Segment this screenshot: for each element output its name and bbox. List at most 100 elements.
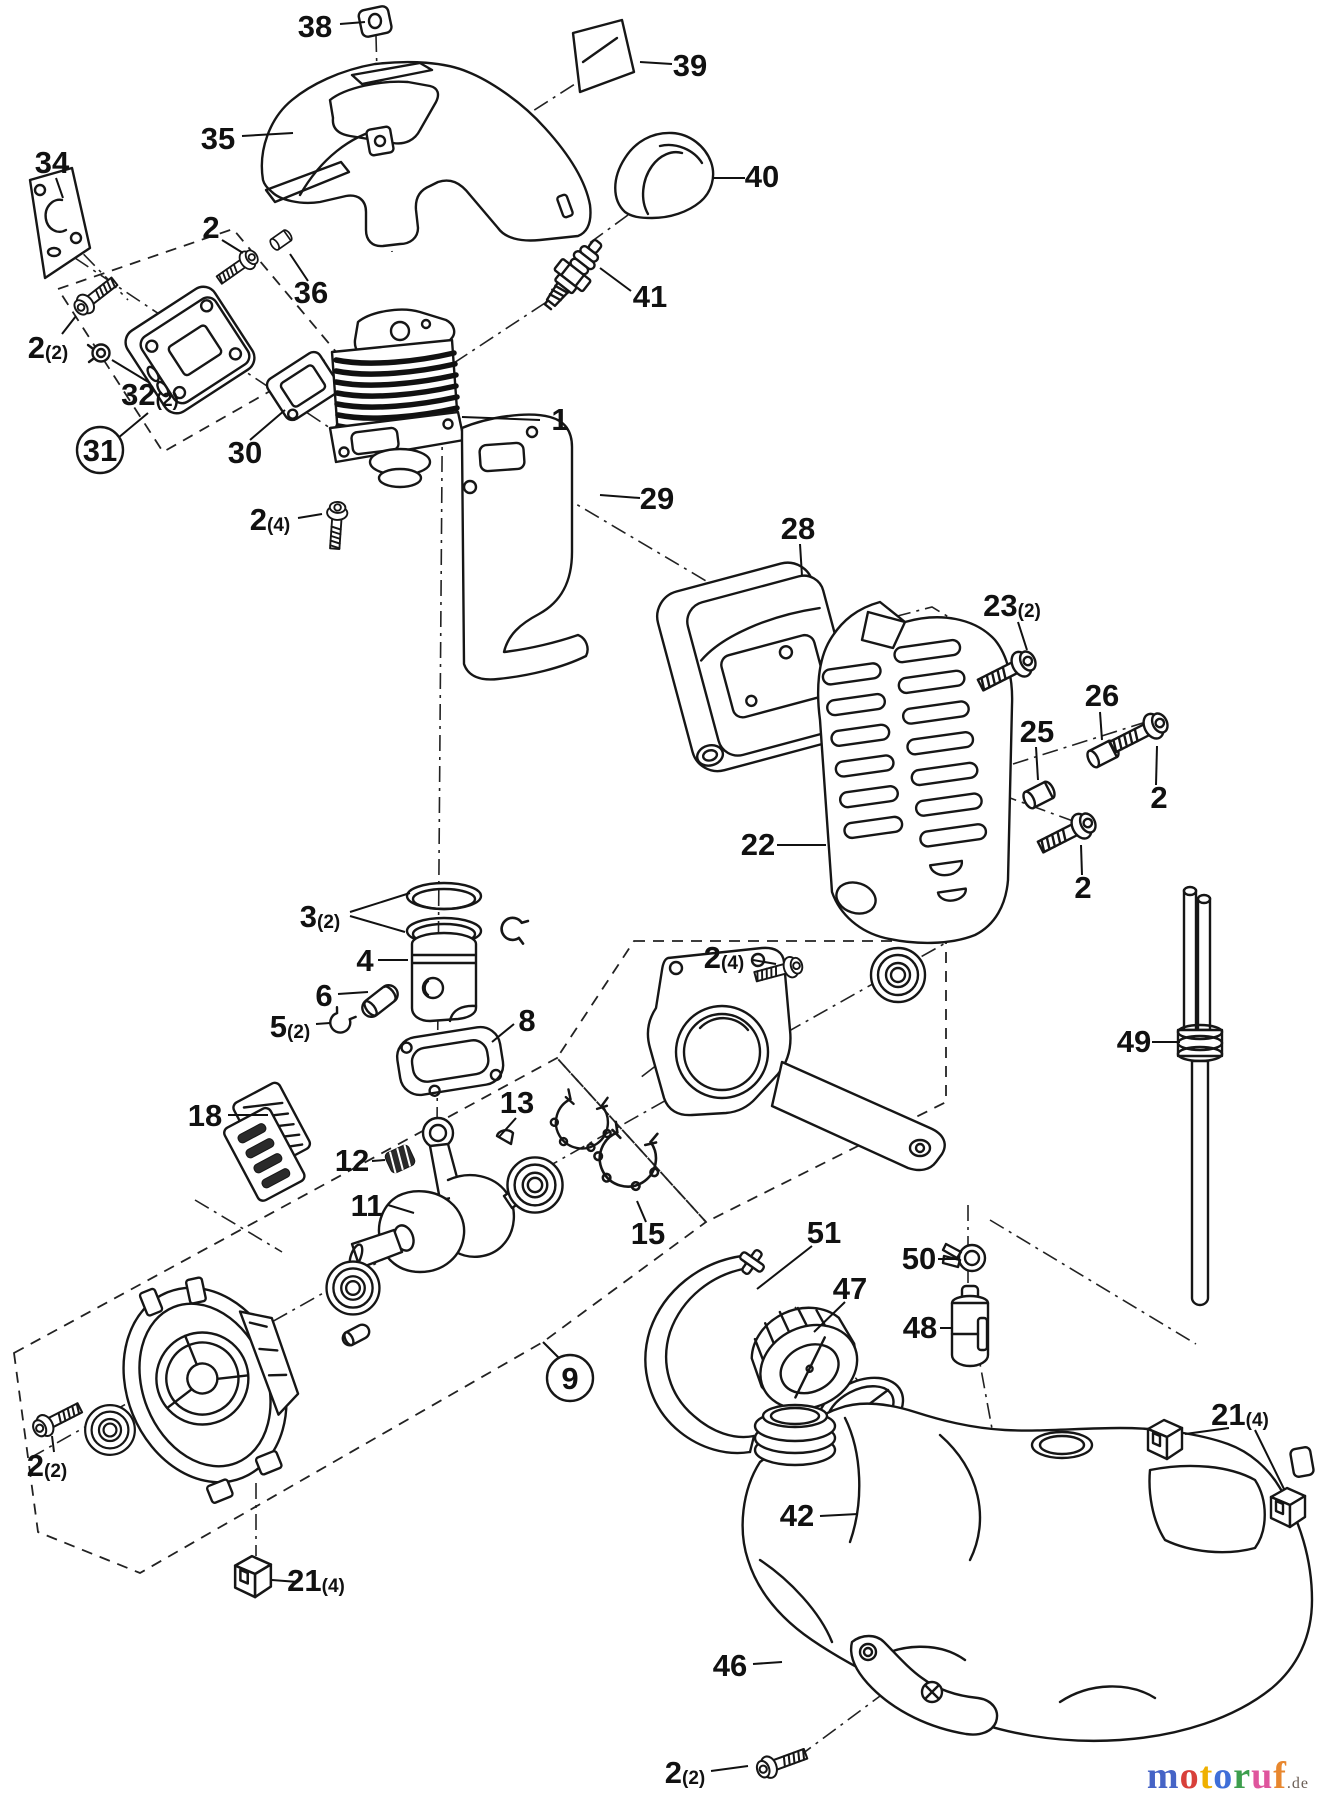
- dowel-pin-part: [341, 1323, 371, 1347]
- callout-2(2): 2(2): [27, 1448, 67, 1483]
- crankcase-right-part: [646, 946, 946, 1172]
- callout-26: 26: [1085, 678, 1119, 713]
- circlip-part-5b: [497, 913, 531, 945]
- callout-12: 12: [335, 1143, 369, 1178]
- grommet-part-38: [357, 5, 393, 38]
- plate-part-39: [571, 18, 636, 94]
- retainer-clip-part-15a: [545, 1086, 620, 1156]
- callout-25: 25: [1020, 714, 1054, 749]
- watermark-letter: f: [1273, 1755, 1287, 1797]
- wrist-pin-part-6: [361, 984, 399, 1018]
- bolt-part-2-cover-upper: [1105, 707, 1174, 760]
- callout-41: 41: [633, 279, 667, 314]
- reed-plate-part-18: [223, 1081, 312, 1202]
- bolt-part-2x2-bracket: [752, 1742, 811, 1783]
- callout-13: 13: [500, 1085, 534, 1120]
- spacer-part-25: [1019, 778, 1059, 812]
- cylinder-gasket-part-8: [395, 1025, 505, 1097]
- callout-4: 4: [356, 943, 374, 978]
- square-nut-part-21-right-a: [1146, 1418, 1184, 1461]
- muffler-cover-part-22: [816, 600, 1014, 945]
- piston-part-4: [410, 931, 478, 1023]
- watermark-letter: r: [1233, 1755, 1252, 1797]
- watermark-logo: motoruf.de: [1147, 1754, 1309, 1798]
- callout-40: 40: [745, 159, 779, 194]
- callout-8: 8: [518, 1003, 535, 1038]
- needle-bearing-part-12: [384, 1144, 416, 1174]
- leader-lines: [51, 21, 1285, 1772]
- callout-38: 38: [298, 9, 332, 44]
- watermark-letter: o: [1179, 1755, 1200, 1797]
- muffler-assembly-part-31: [124, 285, 256, 415]
- nut-part-32: [86, 343, 111, 364]
- crankcase-left-part: [122, 1276, 300, 1504]
- callout-21(4): 21(4): [287, 1563, 345, 1598]
- callout-11: 11: [351, 1188, 384, 1223]
- gasket-plate-part-34: [28, 166, 92, 280]
- hose-clamp-part-50: [941, 1242, 987, 1273]
- callout-39: 39: [673, 48, 707, 83]
- callout-29: 29: [640, 481, 674, 516]
- plug-boot-part-40: [614, 131, 715, 220]
- callout-34: 34: [35, 145, 70, 180]
- bearing-right: [869, 946, 927, 1004]
- watermark-letter: m: [1146, 1755, 1180, 1797]
- callout-21(4): 21(4): [1211, 1397, 1269, 1432]
- bolt-part-2-cover-lower: [1033, 807, 1102, 860]
- fuel-tank-part-42: [741, 1402, 1315, 1743]
- heat-shield-part-29: [460, 413, 589, 681]
- crank-assembly-group-box: [13, 1056, 708, 1574]
- bearing-left: [84, 1404, 136, 1456]
- callout-51: 51: [807, 1215, 841, 1250]
- bolt-part-2x4-cylinder: [323, 500, 350, 551]
- cylinder-part-1: [328, 308, 466, 489]
- bearing-crank-right: [506, 1156, 564, 1214]
- callout-47: 47: [833, 1271, 867, 1306]
- crankshaft-part-11: [348, 1116, 552, 1274]
- spark-plug-part-41: [543, 238, 603, 311]
- retainer-clip-part-15b: [587, 1117, 670, 1196]
- callout-18: 18: [188, 1098, 222, 1133]
- watermark-suffix: .de: [1286, 1775, 1309, 1792]
- callout-50: 50: [902, 1241, 936, 1276]
- callout-3(2): 3(2): [300, 899, 340, 934]
- tank-bracket-part-46: [849, 1634, 999, 1736]
- callout-35: 35: [201, 121, 235, 156]
- callout-28: 28: [781, 511, 815, 546]
- callout-2(4): 2(4): [704, 940, 744, 975]
- bolt-part-2x2-crankcase: [28, 1396, 86, 1442]
- bearing-crank-left: [325, 1260, 381, 1316]
- callout-36: 36: [294, 275, 328, 310]
- bolt-part-2x2-muffler: [69, 272, 122, 321]
- callout-15: 15: [631, 1216, 665, 1251]
- callout-2: 2: [1150, 780, 1167, 815]
- callout-23(2): 23(2): [983, 588, 1041, 623]
- callout-22: 22: [741, 827, 775, 862]
- engine-cover-part-35: [260, 60, 592, 248]
- callout-circle-31: [75, 425, 125, 475]
- gasket-part-30: [265, 350, 341, 422]
- callout-30: 30: [228, 435, 262, 470]
- callout-48: 48: [903, 1310, 937, 1345]
- fuel-cap-part-47: [750, 1306, 859, 1411]
- callout-9: 9: [561, 1361, 578, 1396]
- watermark-letter: t: [1199, 1755, 1214, 1797]
- watermark-letter: u: [1251, 1755, 1274, 1797]
- callout-31: 31: [83, 433, 117, 468]
- callout-circle-9: [545, 1353, 595, 1403]
- callout-49: 49: [1117, 1024, 1151, 1059]
- callout-5(2): 5(2): [270, 1009, 310, 1044]
- callout-2(2): 2(2): [665, 1755, 705, 1790]
- fuel-pipe-part-49: [1176, 885, 1224, 1307]
- callout-2(4): 2(4): [250, 502, 290, 537]
- callout-2: 2: [202, 210, 219, 245]
- callout-2(2): 2(2): [28, 330, 68, 365]
- callout-1: 1: [551, 402, 568, 437]
- callout-2: 2: [1074, 870, 1091, 905]
- watermark-letter: o: [1213, 1755, 1234, 1797]
- callout-46: 46: [713, 1648, 747, 1683]
- square-nut-part-21-right-b: [1269, 1486, 1307, 1529]
